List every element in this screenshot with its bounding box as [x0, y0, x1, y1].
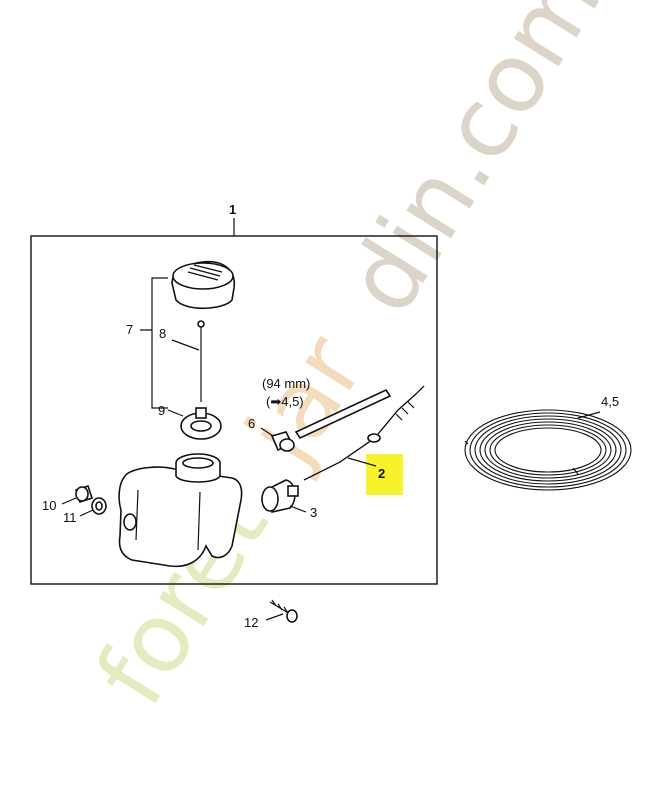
- label-9: 9: [158, 403, 165, 418]
- label-7: 7: [126, 322, 133, 337]
- label-12: 12: [244, 615, 258, 630]
- label-hose-ref: (➡4,5): [266, 394, 304, 409]
- retainer-ring: [180, 407, 222, 440]
- leader-10: [61, 497, 77, 505]
- label-4-5: 4,5: [601, 394, 619, 409]
- label-hose-length: (94 mm): [262, 376, 310, 391]
- pickup-body: [261, 479, 299, 513]
- seal: [91, 497, 107, 515]
- fuel-cap: [171, 260, 236, 310]
- leader-4-5: [577, 411, 601, 419]
- label-8: 8: [159, 326, 166, 341]
- fuel-hose: [303, 385, 425, 481]
- label-1: 1: [229, 202, 236, 217]
- grommet: [270, 431, 295, 452]
- label-3: 3: [310, 505, 317, 520]
- hose-coil: [464, 409, 632, 491]
- leader-2: [347, 457, 377, 467]
- leader-6: [260, 427, 274, 437]
- fitting: [74, 484, 94, 504]
- fuel-tank: [118, 453, 243, 568]
- fuel-hose-section: [294, 388, 392, 440]
- leader-9: [167, 409, 184, 417]
- leader-8: [171, 339, 200, 351]
- watermark: foret jar din.com: [75, 0, 623, 724]
- watermark-part-2: jar: [223, 316, 386, 483]
- leader-3: [289, 505, 307, 513]
- watermark-part-3: din.com: [325, 0, 623, 332]
- leader-7-bracket: [140, 277, 168, 409]
- label-6: 6: [248, 416, 255, 431]
- label-10: 10: [42, 498, 56, 513]
- screw: [269, 599, 298, 623]
- retainer-cord: [197, 320, 205, 402]
- label-2: 2: [378, 466, 385, 481]
- leader-11: [79, 509, 94, 517]
- label-2-highlight: [366, 454, 403, 495]
- label-11: 11: [63, 510, 77, 525]
- leader-12: [265, 613, 284, 621]
